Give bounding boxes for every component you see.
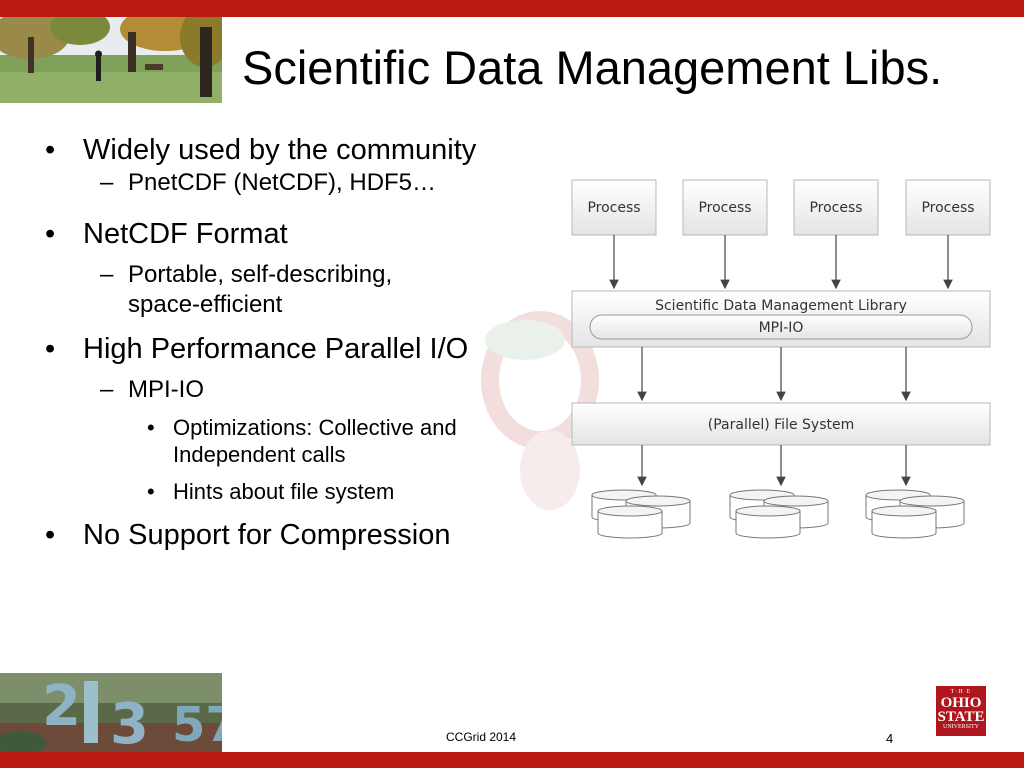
bullet-dot: • [45, 519, 56, 551]
top-red-bar [0, 0, 1024, 17]
sub-sub-bullet-item: • Optimizations: Collective and Independ… [45, 414, 565, 468]
bullet-text: Optimizations: Collective and [173, 415, 457, 440]
filesystem-to-disk-arrows [637, 445, 911, 487]
svg-text:Process: Process [921, 200, 974, 216]
sub-bullet-item: – PnetCDF (NetCDF), HDF5… [45, 168, 565, 198]
sub-bullet-item: – Portable, self-describing, space-effic… [45, 260, 565, 320]
bullet-dot: • [45, 134, 56, 166]
svg-text:Scientific Data Management Lib: Scientific Data Management Library [655, 298, 907, 314]
slide-title: Scientific Data Management Libs. [242, 41, 943, 94]
svg-text:3: 3 [110, 692, 149, 752]
disk-icon [871, 505, 937, 539]
watermark-logo [470, 300, 600, 530]
campus-photo [0, 17, 222, 103]
page-number: 4 [886, 731, 894, 746]
disk-icon-group [591, 489, 965, 539]
filesystem-box: (Parallel) File System [571, 402, 991, 446]
bullet-text: Portable, self-describing, [128, 261, 393, 288]
architecture-diagram: Process Process Process Process Scientif… [568, 175, 994, 545]
bullet-text-continued: Independent calls [173, 442, 346, 467]
sub-bullet-item: – MPI-IO [45, 375, 565, 405]
logo-text-line1: OHIO [940, 695, 982, 711]
svg-text:Process: Process [587, 200, 640, 216]
bullet-list: • Widely used by the community – PnetCDF… [45, 133, 565, 552]
bullet-item: • NetCDF Format [45, 217, 565, 251]
footer-conference: CCGrid 2014 [446, 730, 517, 744]
bullet-text: Widely used by the community [83, 134, 477, 166]
bullet-text: NetCDF Format [83, 218, 288, 250]
bullet-item: • High Performance Parallel I/O [45, 332, 565, 366]
svg-text:MPI-IO: MPI-IO [759, 320, 804, 336]
bullet-dash: – [100, 261, 114, 288]
bullet-item: • No Support for Compression [45, 518, 565, 552]
bullet-dash: – [100, 169, 114, 196]
svg-text:2: 2 [42, 674, 81, 739]
library-box: Scientific Data Management Library MPI-I… [571, 290, 991, 348]
logo-text-line3: UNIVERSITY [943, 724, 979, 730]
bullet-text-continued: space-efficient [128, 291, 283, 318]
disk-icon [735, 505, 801, 539]
bottom-red-bar [0, 752, 1024, 768]
university-logo: T·H·E OHIO STATE UNIVERSITY [936, 686, 986, 736]
disk-icon [597, 505, 663, 539]
bullet-text: Hints about file system [173, 479, 395, 504]
sub-sub-bullet-item: • Hints about file system [45, 478, 565, 505]
svg-text:(Parallel) File System: (Parallel) File System [708, 417, 854, 433]
process-box: Process [905, 179, 991, 236]
logo-text-top: T·H·E [950, 689, 972, 695]
library-to-filesystem-arrows [637, 347, 911, 402]
bullet-dot: • [147, 479, 155, 504]
svg-text:57: 57 [172, 697, 222, 752]
bullet-text: MPI-IO [128, 376, 204, 403]
bullet-dot: • [45, 333, 56, 365]
process-to-library-arrows [609, 235, 953, 290]
bullet-dot: • [147, 415, 155, 440]
bullet-text: No Support for Compression [83, 519, 451, 551]
svg-text:Process: Process [809, 200, 862, 216]
bullet-text: PnetCDF (NetCDF), HDF5… [128, 169, 437, 196]
process-box: Process [571, 179, 657, 236]
process-box: Process [793, 179, 879, 236]
bullet-dot: • [45, 218, 56, 250]
bullet-text: High Performance Parallel I/O [83, 333, 469, 365]
svg-text:Process: Process [698, 200, 751, 216]
bullet-dash: – [100, 376, 114, 403]
numbers-sculpture-photo: 2 3 57 [0, 673, 222, 752]
process-box: Process [682, 179, 768, 236]
logo-text-line2: STATE [937, 709, 985, 725]
bullet-item: • Widely used by the community [45, 133, 565, 167]
